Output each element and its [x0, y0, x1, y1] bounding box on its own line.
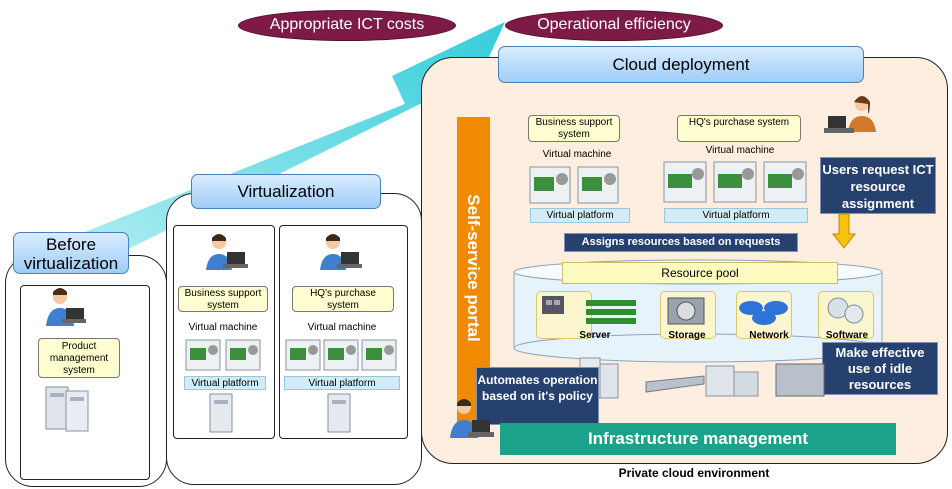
- virtual-machine-icons: [285, 339, 397, 371]
- hardware-icons: [579, 357, 825, 399]
- idle-resources-label: Make effective use of idle resources: [822, 342, 938, 395]
- server-tower-icon: [209, 393, 233, 433]
- assigns-resources-label: Assigns resources based on requests: [564, 233, 798, 252]
- virtual-platform-bar: Virtual platform: [184, 376, 266, 390]
- user-icon: [824, 96, 876, 133]
- server-icon: [542, 296, 636, 324]
- before-virtualization-title: Before virtualization: [13, 232, 129, 274]
- down-arrow-icon: [832, 214, 856, 249]
- network-icon: [739, 301, 788, 325]
- virtual-platform-bar: Virtual platform: [284, 376, 400, 390]
- virtual-machine-icons: [663, 161, 807, 203]
- virtual-platform-bar: Virtual platform: [530, 208, 630, 223]
- hq-purchase-system-box: HQ's purchase system: [677, 115, 801, 142]
- product-management-system-box: Product management system: [38, 338, 120, 378]
- server-label: Server: [579, 330, 611, 341]
- virtualization-title: Virtualization: [191, 174, 381, 209]
- operational-efficiency-pill: Operational efficiency: [505, 10, 723, 41]
- network-label: Network: [749, 330, 789, 341]
- business-support-system-box: Business support system: [178, 286, 268, 312]
- hq-purchase-system-box: HQ's purchase system: [292, 286, 394, 312]
- before-panel: [20, 285, 150, 480]
- user-icon: [320, 234, 362, 270]
- virtual-machine-label: Virtual machine: [542, 149, 612, 160]
- automates-operation-label: Automates operation based on it's policy: [476, 367, 599, 425]
- business-support-system-box: Business support system: [528, 115, 620, 142]
- cloud-deployment-title: Cloud deployment: [498, 46, 864, 83]
- user-icon: [450, 399, 494, 438]
- storage-icon: [667, 297, 705, 325]
- virtual-machine-label: Virtual machine: [188, 322, 258, 333]
- software-resource: [818, 291, 874, 339]
- server-tower-icon: [45, 386, 89, 432]
- virtual-machine-icons: [185, 339, 261, 371]
- users-request-label: Users request ICT resource assignment: [820, 157, 936, 214]
- server-tower-icon: [327, 393, 351, 433]
- virtual-machine-label: Virtual machine: [307, 322, 377, 333]
- user-icon: [206, 234, 248, 270]
- private-cloud-footer: Private cloud environment: [618, 466, 770, 480]
- storage-label: Storage: [668, 330, 706, 341]
- software-label: Software: [825, 330, 869, 341]
- resource-pool-label: Resource pool: [562, 262, 838, 284]
- infrastructure-management-bar[interactable]: Infrastructure management: [500, 423, 896, 455]
- appropriate-ict-costs-pill: Appropriate ICT costs: [238, 10, 456, 41]
- self-service-portal-label: Self-service portal: [464, 194, 483, 342]
- virtual-platform-bar: Virtual platform: [664, 208, 808, 223]
- virtual-machine-label: Virtual machine: [705, 145, 775, 156]
- software-icon: [827, 297, 864, 324]
- virtual-machine-icons: [529, 166, 619, 204]
- user-icon: [46, 288, 86, 326]
